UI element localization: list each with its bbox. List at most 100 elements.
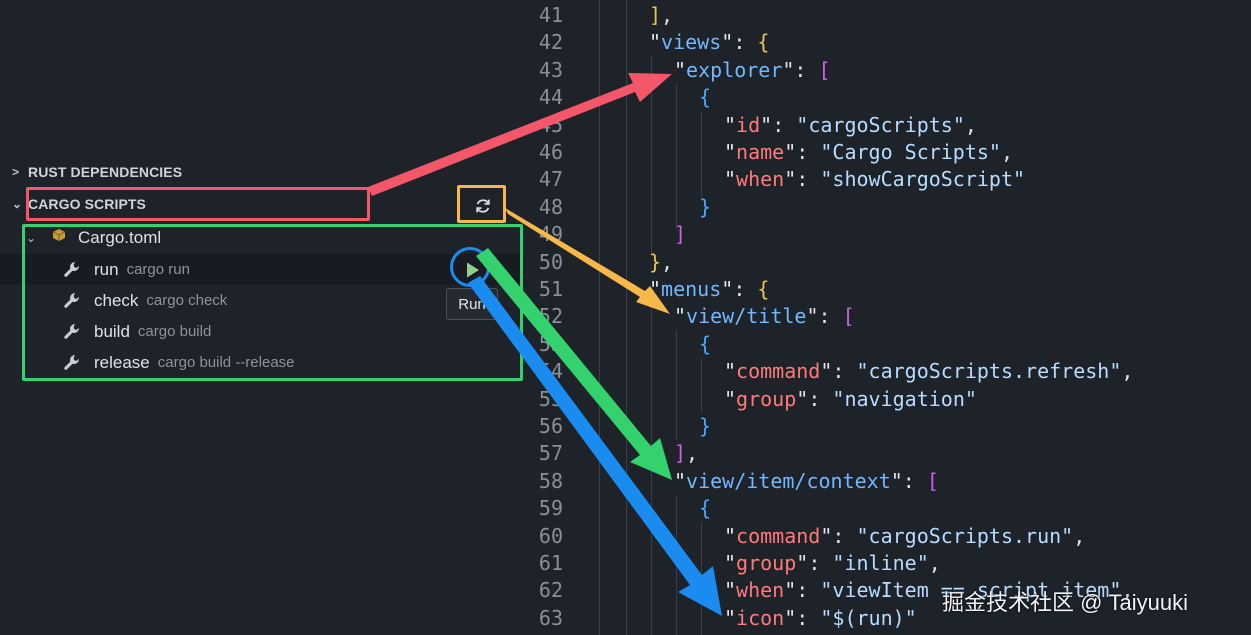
line-number: 53: [538, 331, 563, 356]
line-number: 42: [538, 30, 563, 55]
code-line: 58 "view/item/context": [: [525, 468, 1251, 495]
code-text: {: [699, 85, 712, 110]
code-editor[interactable]: 41],42"views": {43"explorer": [44{45"id"…: [525, 0, 1251, 635]
code-text: "explorer": [: [674, 57, 831, 82]
code-line: 55 "group": "navigation": [525, 386, 1251, 413]
script-name: run: [94, 259, 119, 279]
code-line: 61"group": "inline",: [525, 550, 1251, 577]
line-number: 54: [538, 359, 563, 384]
script-item-build[interactable]: build cargo build: [0, 316, 525, 347]
code-text: "name": "Cargo Scripts",: [724, 140, 1014, 164]
code-text: {: [699, 496, 712, 521]
code-line: 52"view/title": [: [525, 303, 1251, 330]
annotation-box-green: [22, 224, 523, 381]
script-command: cargo run: [126, 261, 190, 278]
code-line: 46"name": "Cargo Scripts",: [525, 139, 1251, 166]
code-line: 43 "explorer": [: [525, 57, 1251, 84]
code-line: 42 "views": {: [525, 29, 1251, 56]
script-name: build: [94, 321, 130, 341]
code-text: ]: [674, 222, 687, 247]
script-name: check: [94, 290, 139, 310]
code-text: "menus": {: [649, 277, 770, 301]
code-line: 53 {: [525, 331, 1251, 358]
watermark: 掘金技术社区 @ Taiyuuki: [942, 590, 1189, 615]
script-name: release: [94, 352, 150, 372]
chevron-down-icon: ⌄: [12, 197, 23, 211]
indent-guide: [701, 112, 702, 197]
code-line: 48}: [525, 194, 1251, 221]
code-text: "id": "cargoScripts",: [724, 112, 977, 137]
line-number: 56: [538, 414, 563, 438]
code-line: 44 {: [525, 84, 1251, 111]
line-number: 58: [538, 468, 563, 493]
code-text: "command": "cargoScripts.refresh",: [724, 359, 1134, 384]
code-text: "view/title": [: [674, 304, 855, 329]
line-number: 44: [538, 85, 563, 110]
wrench-icon: [62, 353, 94, 373]
annotation-circle-blue: [450, 247, 490, 287]
line-number: 61: [538, 551, 563, 575]
indent-guide: [676, 84, 677, 229]
line-number: 41: [538, 3, 563, 27]
section-cargo-scripts[interactable]: ⌄ CARGO SCRIPTS: [12, 192, 146, 216]
code-text: "group": "navigation": [724, 386, 977, 411]
line-number: 57: [538, 441, 563, 466]
line-number: 51: [538, 277, 563, 301]
line-number: 45: [538, 112, 563, 137]
code-text: "icon": "$(run)": [724, 605, 917, 630]
code-text: ],: [649, 3, 674, 27]
chevron-down-icon: ⌄: [26, 230, 37, 245]
package-label: Cargo.toml: [78, 227, 162, 247]
code-text: {: [699, 331, 712, 356]
code-line: 62 "when": "viewItem == script item",: [525, 577, 1251, 604]
code-text: ],: [674, 441, 699, 466]
line-number: 60: [538, 523, 563, 548]
code-text: "command": "cargoScripts.run",: [724, 523, 1086, 548]
code-line: 45 "id": "cargoScripts",: [525, 112, 1251, 139]
code-line: 56}: [525, 413, 1251, 440]
section-rust-dependencies[interactable]: > RUST DEPENDENCIES: [12, 160, 182, 184]
code-line: 60 "command": "cargoScripts.run",: [525, 523, 1251, 550]
code-text: }: [699, 194, 712, 219]
wrench-icon: [62, 260, 94, 280]
wrench-icon: [62, 322, 94, 342]
line-number: 62: [538, 578, 563, 603]
line-number: 55: [538, 386, 563, 411]
code-text: },: [649, 249, 674, 274]
refresh-button[interactable]: [471, 194, 495, 218]
code-line: 41],: [525, 2, 1251, 29]
code-text: "when": "viewItem == script item",: [724, 578, 1134, 603]
code-text: "view/item/context": [: [674, 468, 939, 493]
code-line: 47 "when": "showCargoScript": [525, 166, 1251, 193]
line-number: 63: [538, 605, 563, 630]
line-number: 49: [538, 222, 563, 247]
script-item-run[interactable]: run cargo run: [0, 254, 525, 285]
annotation-box-orange: [457, 185, 506, 223]
code-text: }: [699, 414, 712, 438]
code-text: "views": {: [649, 30, 770, 55]
wrench-icon: [62, 291, 94, 311]
code-line: 54 "command": "cargoScripts.refresh",: [525, 358, 1251, 385]
line-number: 47: [538, 167, 563, 192]
script-command: cargo build --release: [157, 354, 295, 371]
script-command: cargo check: [146, 292, 228, 309]
line-number: 59: [538, 496, 563, 521]
script-item-check[interactable]: check cargo check: [0, 285, 525, 316]
annotation-box-red: [26, 187, 370, 221]
line-number: 50: [538, 249, 563, 274]
section-title: RUST DEPENDENCIES: [28, 164, 183, 180]
code-line: 50},: [525, 249, 1251, 276]
code-line: 59 {: [525, 495, 1251, 522]
package-icon: [50, 226, 78, 249]
chevron-right-icon: >: [12, 165, 20, 179]
section-title: CARGO SCRIPTS: [28, 196, 146, 212]
code-line: 57],: [525, 440, 1251, 467]
package-cargo-toml[interactable]: ⌄ Cargo.toml: [0, 222, 525, 253]
script-item-release[interactable]: release cargo build --release: [0, 347, 525, 378]
code-line: 49]: [525, 221, 1251, 248]
explorer-sidebar: > RUST DEPENDENCIES ⌄ CARGO SCRIPTS ⌄ Ca…: [0, 0, 525, 635]
code-text: "when": "showCargoScript": [724, 167, 1026, 192]
line-number: 48: [538, 194, 563, 219]
line-number: 43: [538, 57, 563, 82]
script-command: cargo build: [137, 323, 212, 340]
